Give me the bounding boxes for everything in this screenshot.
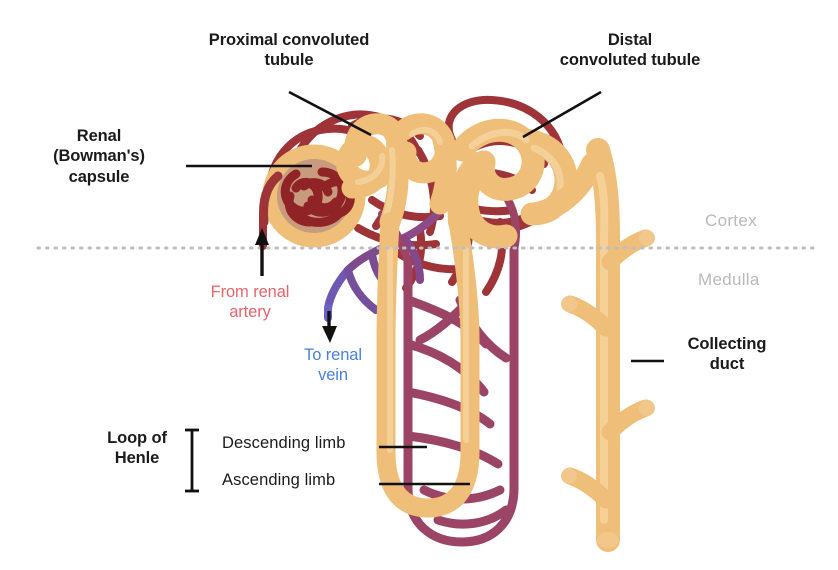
label-ascending-limb: Ascending limb: [222, 471, 336, 489]
loop-of-henle-bracket: [185, 428, 199, 493]
henle-highlight: [387, 247, 469, 453]
label-medulla: Medulla: [698, 270, 760, 289]
label-cortex: Cortex: [705, 211, 757, 230]
leader-pct: [288, 90, 372, 137]
collecting-duct: [561, 138, 655, 552]
leader-dct: [522, 90, 602, 139]
to-renal-vein-arrow: [322, 311, 337, 343]
pct-highlight: [355, 126, 443, 219]
label-distal-convoluted-tubule: Distal convoluted tubule: [559, 31, 701, 70]
label-proximal-convoluted-tubule: Proximal convoluted tubule: [208, 31, 370, 70]
ascending-limb-connector: [447, 152, 486, 232]
dct-highlight: [468, 128, 564, 192]
dct-to-collecting-duct: [521, 153, 603, 225]
label-loop-of-henle: Loop of Henle: [107, 429, 167, 468]
label-renal-bowmans-capsule: Renal (Bowman's) capsule: [53, 127, 145, 186]
leader-lines: [186, 90, 664, 486]
label-to-renal-vein: To renal vein: [304, 346, 362, 385]
label-collecting-duct: Collecting duct: [687, 335, 767, 374]
label-from-renal-artery: From renal artery: [210, 283, 290, 322]
label-descending-limb: Descending limb: [222, 434, 346, 452]
glomerulus: [280, 167, 355, 227]
afferent-arteriole: [259, 171, 283, 227]
from-renal-artery-arrow: [255, 228, 269, 276]
